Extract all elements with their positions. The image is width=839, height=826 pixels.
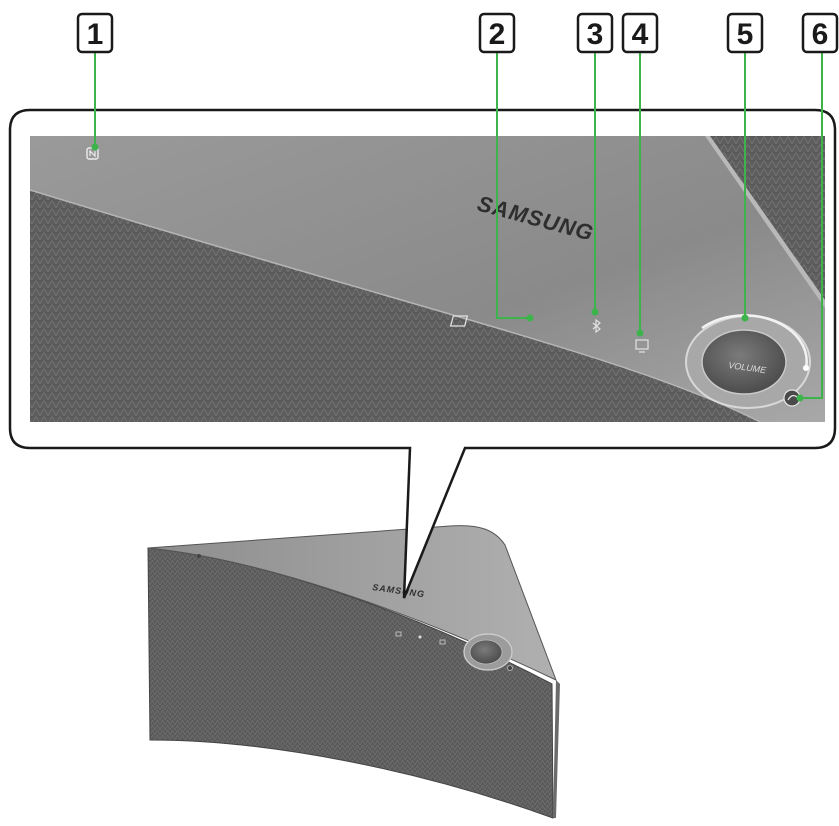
nfc-icon bbox=[197, 554, 201, 558]
svg-text:3: 3 bbox=[587, 18, 604, 51]
svg-text:6: 6 bbox=[812, 18, 829, 51]
callout-dots bbox=[91, 143, 804, 402]
speaker-zoom-view: SAMSUNG VOLUME bbox=[30, 136, 825, 422]
volume-dial-icon bbox=[463, 633, 513, 671]
bluetooth-icon bbox=[418, 635, 422, 639]
svg-text:1: 1 bbox=[87, 18, 104, 51]
svg-text:5: 5 bbox=[737, 18, 754, 51]
wifi-setup-icon[interactable] bbox=[783, 389, 801, 407]
callout-badge-3: 3 bbox=[576, 12, 614, 54]
wifi-setup-icon bbox=[507, 665, 513, 671]
speaker-small-view: SAMSUNG bbox=[147, 525, 560, 819]
speaker-zoom-top bbox=[30, 136, 825, 422]
callout-badge-6: 6 bbox=[801, 12, 839, 54]
callout-badge-5: 5 bbox=[726, 12, 764, 54]
callout-lines bbox=[94, 52, 823, 399]
callout-line-6 bbox=[800, 52, 823, 399]
callout-badge-2: 2 bbox=[478, 12, 516, 54]
callout-badge-4: 4 bbox=[621, 12, 659, 54]
callout-badges: 1 2 3 4 5 6 bbox=[76, 12, 839, 54]
callout-line-2 bbox=[496, 52, 530, 319]
volume-dial-icon[interactable]: VOLUME bbox=[685, 314, 811, 409]
svg-text:2: 2 bbox=[489, 18, 506, 51]
callout-badge-1: 1 bbox=[76, 12, 114, 54]
source-icon bbox=[449, 315, 469, 327]
bluetooth-icon bbox=[592, 318, 601, 334]
svg-text:4: 4 bbox=[632, 18, 649, 51]
source-icon bbox=[395, 631, 402, 637]
tv-soundconnect-icon bbox=[635, 339, 649, 353]
tv-soundconnect-icon bbox=[439, 639, 446, 645]
